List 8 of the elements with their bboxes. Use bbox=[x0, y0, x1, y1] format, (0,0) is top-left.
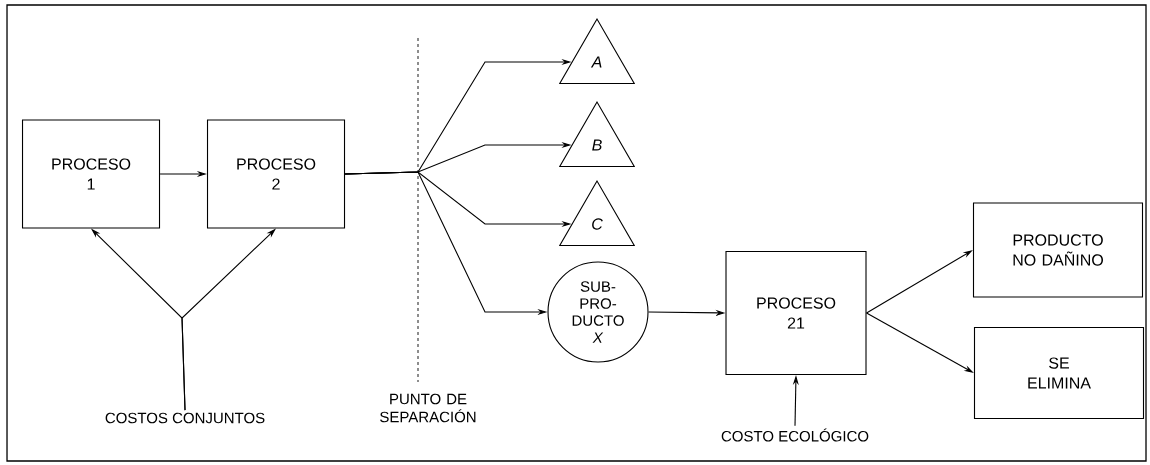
annotation-text: COSTO ECOLÓGICO bbox=[721, 428, 869, 442]
annotation-text: COSTOS CONJUNTOS bbox=[105, 412, 265, 424]
annotation-text: PUNTO DE SEPARACIÓN bbox=[380, 393, 476, 423]
process-box: PROCESO 21 bbox=[725, 250, 867, 376]
process-box: PROCESO 1 bbox=[21, 119, 161, 229]
process-box: SE ELIMINA bbox=[973, 326, 1145, 420]
process-box: PROCESO 2 bbox=[206, 119, 346, 229]
process-box: PRODUCTO NO DAÑINO bbox=[972, 202, 1144, 298]
